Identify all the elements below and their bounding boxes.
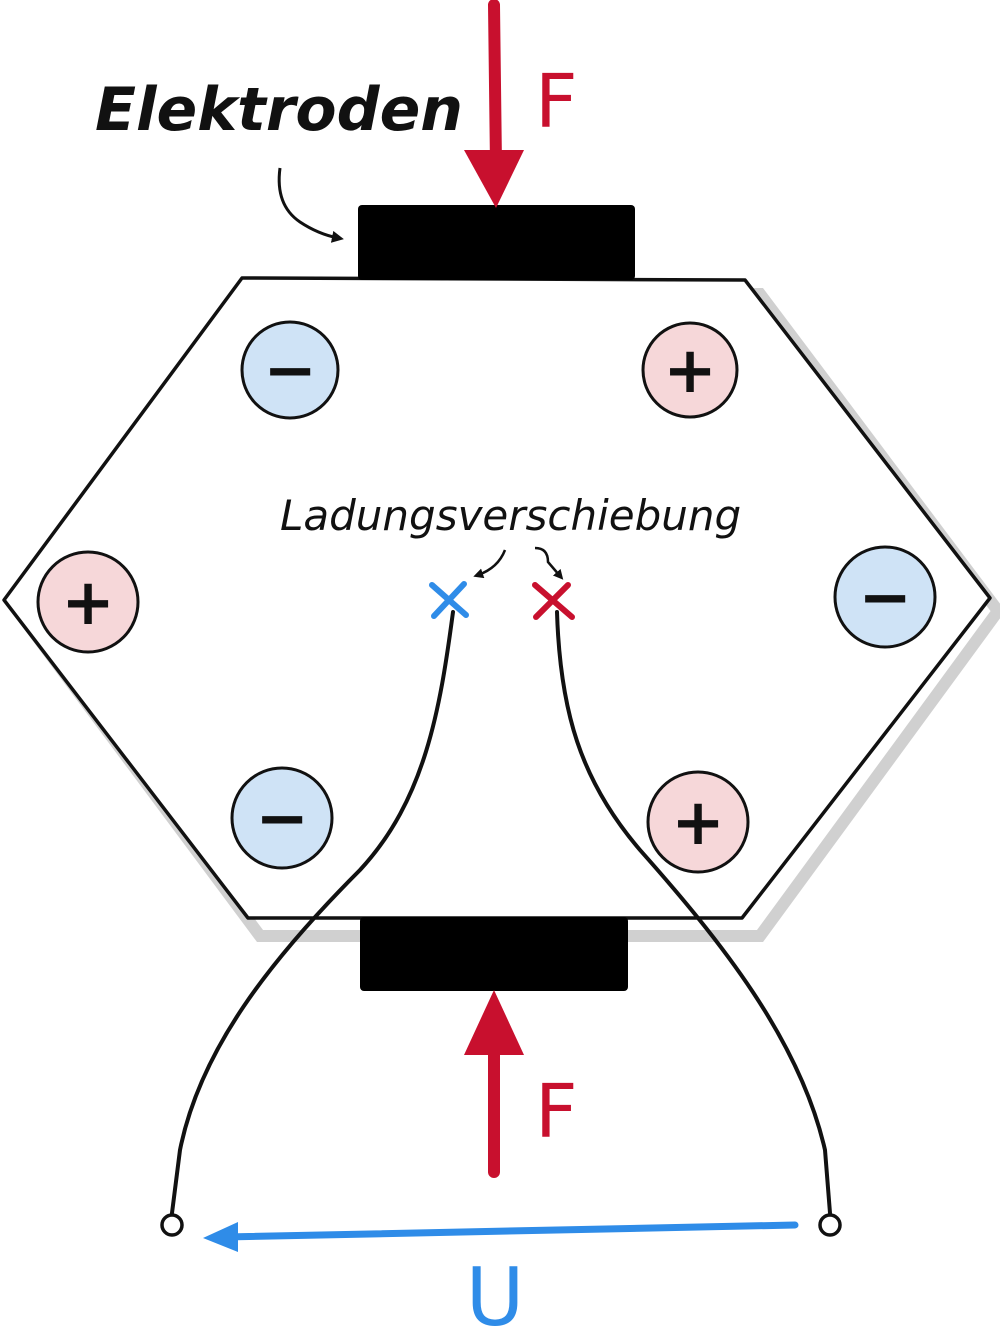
bottom-electrode <box>360 917 628 991</box>
top-electrode <box>358 205 635 280</box>
voltage-label: U <box>466 1251 525 1333</box>
charge-shift-label: Ladungsverschiebung <box>280 491 741 540</box>
force-arrow-bottom <box>464 990 524 1178</box>
svg-text:+: + <box>663 334 717 408</box>
left-wire <box>170 610 455 1215</box>
electrodes-label: Elektroden <box>95 75 463 145</box>
charge-shift-pointer-right <box>534 546 564 580</box>
positive-charge-center-marker <box>532 582 575 620</box>
piezo-crystal <box>2 276 992 920</box>
svg-text:+: + <box>61 566 115 640</box>
charge-positive-bottom-right: + <box>646 770 750 874</box>
charge-shift-pointer-left <box>473 549 507 579</box>
left-terminal <box>160 1213 184 1237</box>
svg-text:−: − <box>858 561 912 635</box>
electrodes-pointer-arrow <box>277 167 344 243</box>
force-arrow-top <box>464 0 524 208</box>
right-wire <box>555 610 832 1215</box>
svg-text:−: − <box>263 334 317 408</box>
charge-positive-top-right: + <box>641 321 739 419</box>
charge-negative-top-left: − <box>240 320 340 420</box>
charge-positive-mid-left: + <box>36 550 140 654</box>
force-label-bottom: F <box>535 1069 578 1155</box>
right-terminal <box>818 1213 842 1237</box>
force-label-top: F <box>535 59 578 145</box>
charge-negative-mid-right: − <box>833 545 937 649</box>
charge-negative-bottom-left: − <box>230 766 334 870</box>
voltage-arrow <box>203 1221 799 1252</box>
negative-charge-center-marker <box>429 581 469 619</box>
svg-text:−: − <box>255 782 309 856</box>
svg-text:+: + <box>671 786 725 860</box>
